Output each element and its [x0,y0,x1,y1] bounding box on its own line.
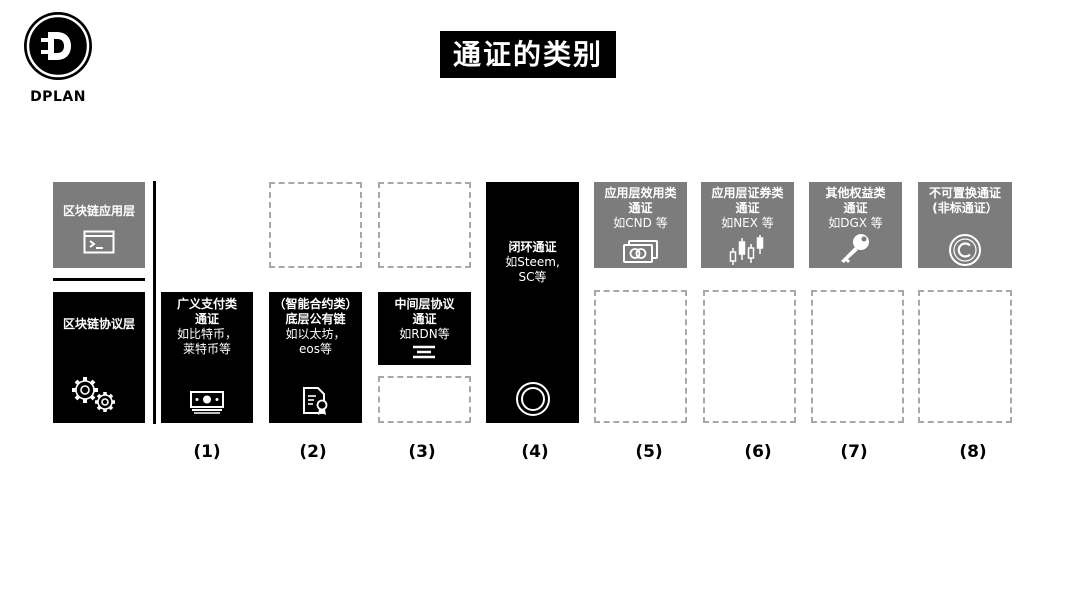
token-box-payment: 广义支付类 通证 如比特币， 莱特币等 [161,292,253,423]
category-label-5: (5) [635,442,663,462]
box-title-line: 通证 [194,312,219,326]
box-title-line: 底层公有链 [285,312,346,326]
box-example-line: eos等 [299,342,332,356]
empty-placeholder-box [811,290,904,423]
box-title-line: 不可置换通证 [928,186,1001,200]
box-title-line: 中间层协议 [394,297,455,311]
banknote-icon [190,390,224,414]
box-title-line: 广义支付类 [176,297,237,311]
box-title-line: 其他权益类 [825,186,886,200]
category-label-6: (6) [744,442,772,462]
candlestick-icon [728,234,768,266]
box-title-line: 应用层效用类 [604,186,677,200]
certificate-document-icon [302,386,330,416]
box-title-line: 闭环通证 [508,240,557,254]
terminal-icon [83,230,115,254]
category-label-4: (4) [521,442,549,462]
box-example-line: 如以太坊， [285,327,346,341]
token-box-middle-layer: 中间层协议 通证 如RDN等 [378,292,471,365]
copyright-icon [948,233,982,267]
ring-icon [515,381,551,417]
empty-placeholder-box [378,376,471,423]
box-title-line: 通证 [735,201,760,215]
vertical-separator [153,181,156,424]
stack-lines-icon [412,345,436,359]
box-example-line: 如RDN等 [399,327,450,341]
application-layer-box: 区块链应用层 [53,182,145,268]
box-example-line: 如比特币， [176,327,237,341]
token-box-utility: 应用层效用类 通证 如CND 等 [594,182,687,268]
token-box-equity: 其他权益类 通证 如DGX 等 [809,182,902,268]
gears-icon [65,372,125,416]
page-title: 通证的类别 [440,31,616,78]
category-label-2: (2) [299,442,327,462]
empty-placeholder-box [703,290,796,423]
box-title-line: 通证 [843,201,868,215]
box-example-line: 如DGX 等 [828,216,883,230]
empty-placeholder-box [269,182,362,268]
protocol-layer-box: 区块链协议层 [53,292,145,423]
key-icon [837,232,873,264]
box-title-line: 应用层证券类 [711,186,784,200]
token-box-security: 应用层证券类 通证 如NEX 等 [701,182,794,268]
box-example-line: SC等 [518,270,547,284]
category-label-8: (8) [959,442,987,462]
token-box-smart-contract: （智能合约类） 底层公有链 如以太坊， eos等 [269,292,362,423]
layer-divider [53,278,145,281]
category-label-7: (7) [840,442,868,462]
empty-placeholder-box [594,290,687,423]
brand-name: DPLAN [30,89,86,105]
box-example-line: 如NEX 等 [721,216,774,230]
category-label-1: (1) [193,442,221,462]
category-label-3: (3) [408,442,436,462]
box-title-line: (非标通证） [932,201,998,215]
empty-placeholder-box [378,182,471,268]
dplan-logo-icon [24,12,92,80]
cards-icon [623,240,659,264]
token-box-closed-loop: 闭环通证 如Steem, SC等 [486,182,579,423]
box-title-line: 通证 [412,312,437,326]
box-title-line: 通证 [628,201,653,215]
protocol-layer-label: 区块链协议层 [62,317,135,331]
box-example-line: 如Steem, [505,255,560,269]
application-layer-label: 区块链应用层 [62,204,135,218]
box-example-line: 如CND 等 [613,216,668,230]
token-box-non-fungible: 不可置换通证 (非标通证） [918,182,1012,268]
box-example-line: 莱特币等 [182,342,231,356]
box-title-line: （智能合约类） [273,297,358,311]
empty-placeholder-box [918,290,1012,423]
